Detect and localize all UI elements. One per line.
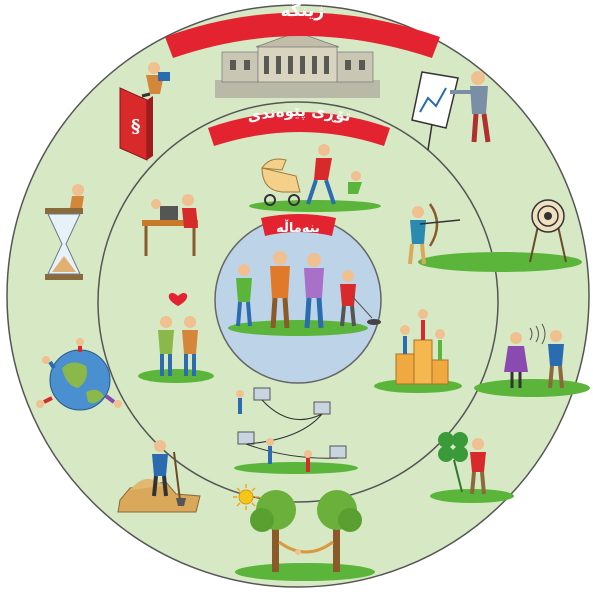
svg-text:ژینگه: ژینگه xyxy=(280,0,325,22)
archer-icon xyxy=(408,203,461,265)
computer-network-icon xyxy=(234,387,358,474)
outer-ring-label: ژینگه xyxy=(280,0,325,22)
inner-ring-banner xyxy=(261,214,336,236)
svg-text:§: § xyxy=(131,116,140,137)
four-leaf-clover-icon xyxy=(430,432,514,503)
hammock-trees-icon xyxy=(235,490,375,581)
sun-icon xyxy=(233,484,259,510)
desk-work-icon xyxy=(142,194,198,256)
podium-icon xyxy=(374,309,462,393)
family-group-icon xyxy=(228,251,381,336)
inner-ring-label: بنەماڵە xyxy=(276,219,320,236)
building-icon xyxy=(215,31,380,98)
presentation-chart-icon xyxy=(411,71,491,151)
conversation-icon xyxy=(474,323,590,397)
digging-worker-icon xyxy=(117,440,201,513)
reading-law-book-icon: § xyxy=(119,62,170,161)
globe-people-icon xyxy=(36,338,122,411)
target-icon xyxy=(418,199,582,272)
couple-heart-icon xyxy=(138,293,214,383)
hourglass-icon xyxy=(45,184,84,280)
outer-ring-banner xyxy=(165,12,440,58)
middle-ring-banner xyxy=(208,112,390,146)
pram-family-icon xyxy=(249,144,381,212)
